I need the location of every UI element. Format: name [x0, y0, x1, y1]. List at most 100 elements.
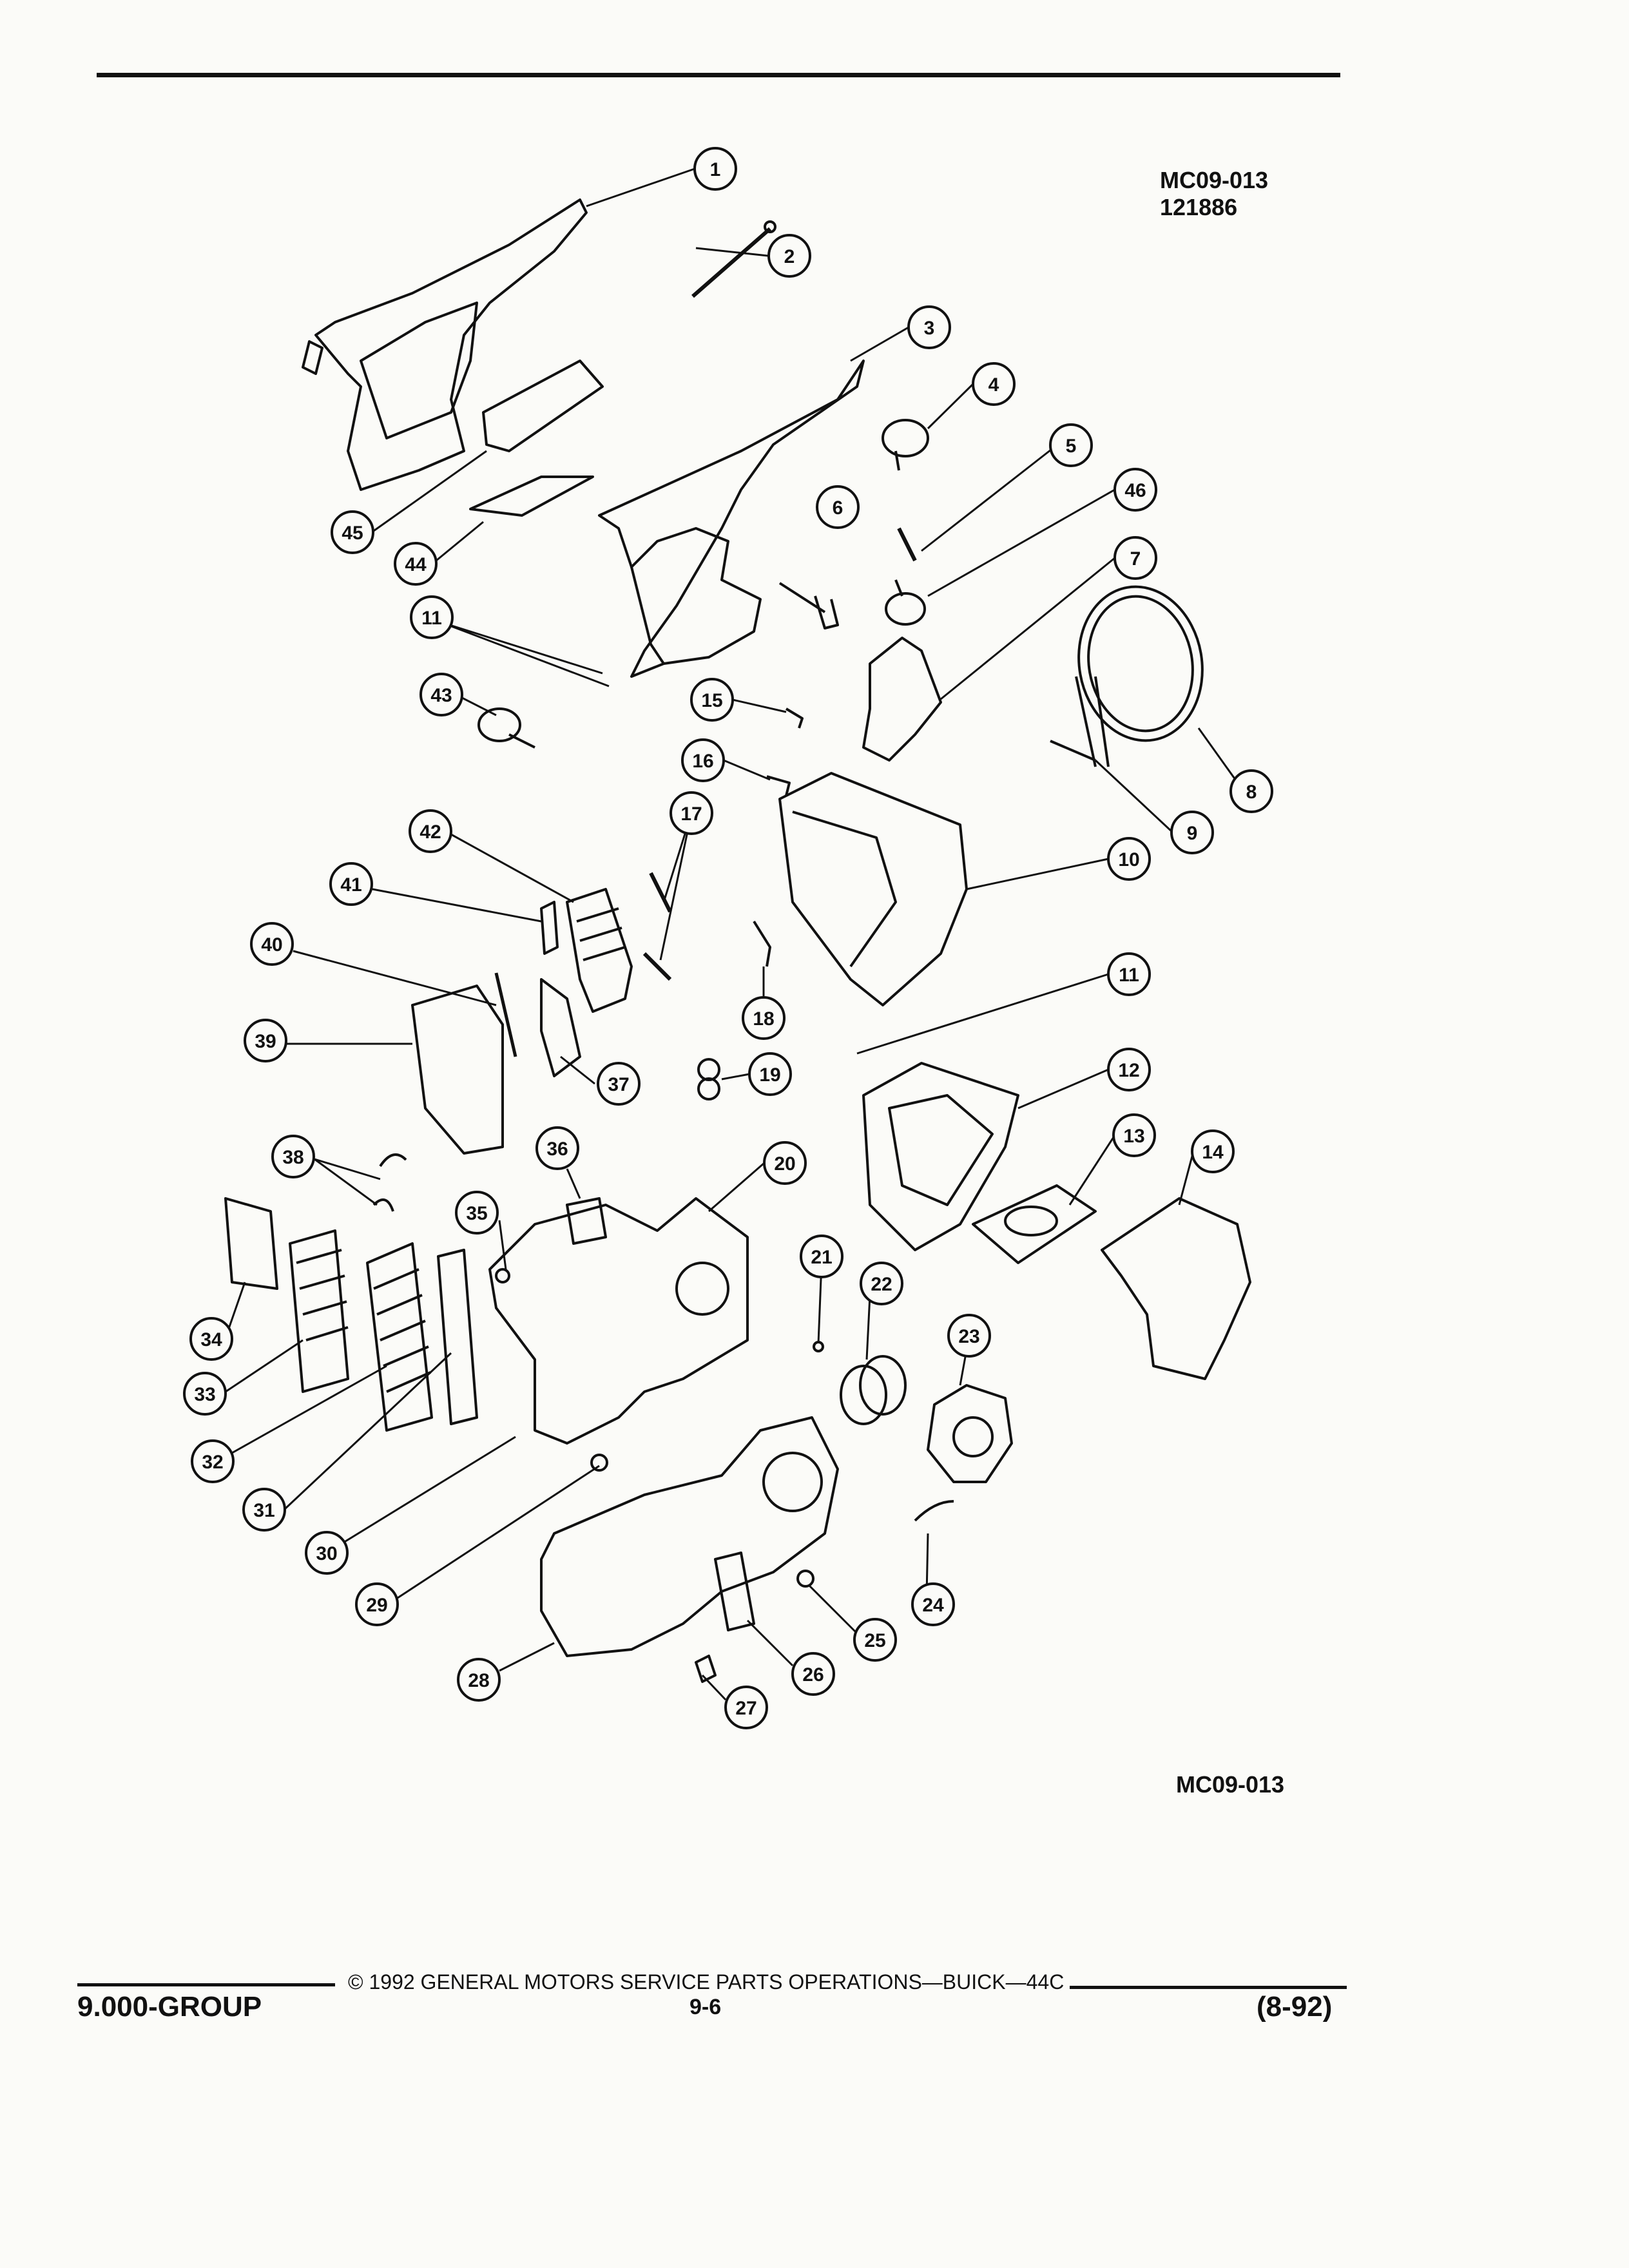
callout-36-label: 36	[546, 1139, 568, 1160]
part-frame-14	[1101, 1197, 1251, 1380]
callout-8: 8	[1229, 769, 1273, 813]
callout-20: 20	[763, 1141, 807, 1185]
callout-2-label: 2	[784, 246, 795, 267]
callout-4: 4	[972, 362, 1016, 406]
callout-16-label: 16	[692, 751, 713, 772]
callout-3-label: 3	[924, 318, 935, 339]
callout-43-label: 43	[430, 685, 452, 706]
callout-4-label: 4	[988, 374, 999, 396]
callout-44: 44	[394, 542, 438, 586]
callout-42-label: 42	[419, 822, 441, 843]
callout-1-label: 1	[710, 159, 721, 180]
callout-29: 29	[355, 1582, 399, 1626]
callout-45: 45	[331, 510, 374, 554]
callout-43: 43	[419, 673, 463, 716]
callout-26: 26	[791, 1652, 835, 1696]
part-clip-27	[695, 1655, 717, 1683]
footer-rule-right	[1070, 1986, 1347, 1989]
part-link-5	[897, 527, 917, 562]
callout-19-label: 19	[759, 1064, 780, 1086]
part-grommet-19a	[697, 1058, 720, 1081]
callout-45-label: 45	[342, 523, 363, 544]
callout-15: 15	[690, 678, 734, 722]
part-core-33	[289, 1229, 349, 1393]
callout-9: 9	[1170, 811, 1214, 854]
callout-24-label: 24	[922, 1595, 944, 1616]
callout-11-left-label: 11	[421, 608, 442, 629]
callout-35: 35	[455, 1191, 499, 1235]
callout-38-label: 38	[282, 1147, 304, 1168]
callout-12-label: 12	[1118, 1060, 1139, 1081]
part-blower-wheel-22	[840, 1355, 907, 1425]
callout-28-label: 28	[468, 1670, 489, 1691]
callout-16: 16	[681, 738, 725, 782]
part-clip-35	[495, 1268, 510, 1283]
callout-39-label: 39	[255, 1031, 276, 1052]
callout-9-label: 9	[1187, 823, 1198, 844]
part-clip-15	[785, 707, 804, 729]
part-hose-38	[372, 1153, 407, 1212]
callout-35-label: 35	[466, 1203, 487, 1224]
callout-11-left: 11	[410, 595, 454, 639]
callout-6: 6	[816, 485, 860, 529]
callout-3: 3	[907, 305, 951, 349]
callout-29-label: 29	[366, 1595, 387, 1616]
callout-28: 28	[457, 1658, 501, 1702]
part-filter-45	[482, 360, 604, 452]
part-grommet-19b	[697, 1077, 720, 1100]
callout-22-label: 22	[871, 1274, 892, 1295]
callout-10-label: 10	[1118, 849, 1139, 870]
callout-24: 24	[911, 1582, 955, 1626]
callout-17: 17	[670, 791, 713, 835]
callout-5-label: 5	[1066, 436, 1077, 457]
part-blower-motor-23	[927, 1384, 1013, 1483]
leader-lines	[225, 168, 1245, 1701]
callout-27: 27	[724, 1686, 768, 1729]
part-evaporator-32	[366, 1242, 433, 1432]
part-link-17a	[649, 872, 672, 913]
part-hose-24	[914, 1500, 954, 1522]
callout-10: 10	[1107, 837, 1151, 881]
callout-44-label: 44	[405, 554, 427, 575]
callout-38: 38	[271, 1135, 315, 1178]
callout-46-label: 46	[1124, 480, 1146, 501]
callout-21-label: 21	[811, 1247, 832, 1268]
part-shroud-7	[862, 637, 942, 762]
part-clip-25	[796, 1570, 815, 1588]
part-main-duct	[598, 360, 865, 678]
callout-19: 19	[748, 1052, 792, 1096]
part-blower-case-30	[488, 1197, 749, 1445]
footer-group: 9.000-GROUP	[77, 1991, 262, 2023]
callout-30: 30	[305, 1531, 349, 1575]
part-housing-12	[862, 1062, 1019, 1251]
callout-11-right: 11	[1107, 952, 1151, 996]
part-seal-31	[437, 1249, 478, 1425]
callout-42: 42	[409, 809, 452, 853]
part-screw-21	[813, 1341, 824, 1352]
callout-5: 5	[1049, 423, 1093, 467]
part-bracket-18	[753, 920, 771, 967]
callout-46: 46	[1113, 468, 1157, 512]
top-rule	[97, 73, 1340, 77]
callout-32-label: 32	[202, 1452, 223, 1473]
callout-17-label: 17	[680, 803, 702, 825]
callout-34: 34	[189, 1317, 233, 1361]
callout-14-label: 14	[1202, 1142, 1224, 1163]
callout-12: 12	[1107, 1048, 1151, 1091]
callout-41-label: 41	[340, 874, 361, 896]
callout-7: 7	[1113, 536, 1157, 580]
part-link-17b	[642, 952, 672, 981]
part-clip-16	[766, 775, 791, 796]
part-plate-36	[566, 1197, 607, 1245]
footer-copyright: © 1992 GENERAL MOTORS SERVICE PARTS OPER…	[348, 1970, 1065, 1994]
callout-22: 22	[860, 1262, 903, 1305]
part-filter-44	[469, 476, 594, 517]
callout-8-label: 8	[1246, 782, 1257, 803]
part-bracket-6	[778, 582, 839, 629]
part-bracket-41	[540, 901, 559, 955]
callout-32: 32	[191, 1439, 235, 1483]
callout-31-label: 31	[253, 1500, 275, 1521]
callout-26-label: 26	[802, 1664, 824, 1686]
callout-15-label: 15	[701, 690, 722, 711]
